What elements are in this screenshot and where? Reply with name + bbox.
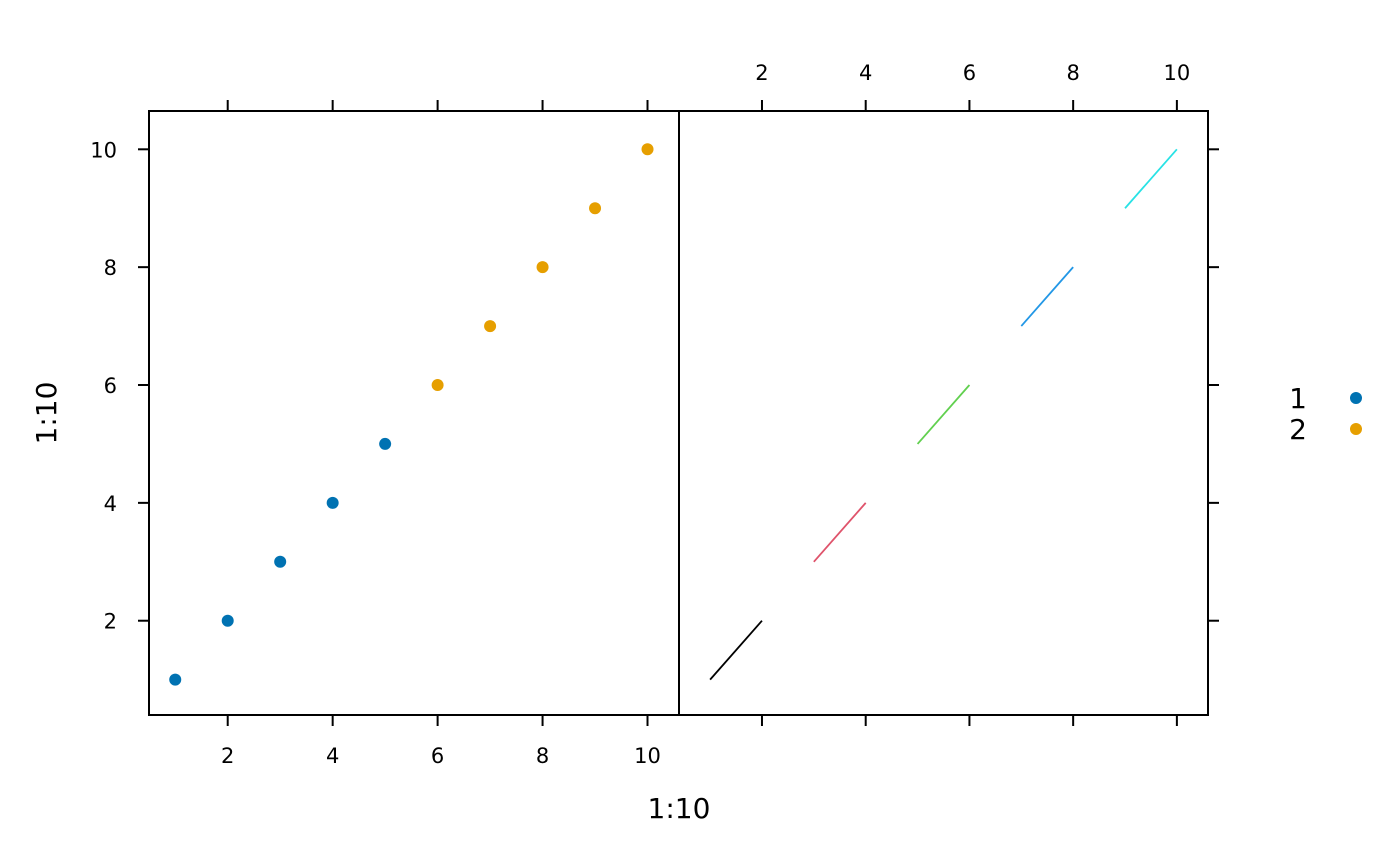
left-y-tick-label: 4: [104, 492, 117, 516]
right-panel-frame: [678, 110, 1209, 716]
scatter-point-series-1: [326, 496, 339, 509]
legend-marker-2: [1350, 423, 1362, 435]
scatter-point-series-1: [169, 673, 182, 686]
right-x-tick-label: 4: [859, 61, 872, 85]
x-axis-title: 1:10: [648, 792, 711, 825]
left-y-tick-label: 8: [104, 256, 117, 280]
scatter-point-series-1: [274, 555, 287, 568]
right-x-ticks: 2 4 6 8 10: [755, 61, 1190, 726]
y-axis-title: 1:10: [30, 382, 63, 445]
legend-label-1: 1: [1289, 382, 1307, 415]
legend: 12: [1289, 382, 1362, 446]
scatter-point-series-2: [431, 379, 444, 392]
left-scatter-points: [169, 143, 654, 686]
scatter-point-series-1: [379, 437, 392, 450]
right-x-tick-label: 10: [1164, 61, 1191, 85]
right-x-tick-label: 8: [1066, 61, 1079, 85]
left-x-ticks: 2 4 6 8 10: [221, 100, 661, 768]
left-y-tick-label: 6: [104, 374, 117, 398]
legend-label-2: 2: [1289, 413, 1307, 446]
line-segment: [1124, 148, 1178, 209]
left-y-ticks: 2 4 6 8 10: [90, 138, 149, 634]
left-y-tick-label: 2: [104, 610, 117, 634]
left-x-tick-label: 10: [634, 744, 661, 768]
line-segment: [916, 384, 971, 445]
right-panel: 2 4 6 8 10: [678, 61, 1219, 726]
scatter-point-series-2: [641, 143, 654, 156]
left-x-tick-label: 4: [326, 744, 339, 768]
scatter-point-series-1: [221, 614, 234, 627]
left-x-tick-label: 8: [536, 744, 549, 768]
scatter-point-series-2: [536, 261, 549, 274]
legend-marker-1: [1350, 392, 1362, 404]
line-segment: [709, 620, 763, 681]
scatter-point-series-2: [589, 202, 602, 215]
right-line-segments: [709, 148, 1178, 681]
right-x-tick-label: 6: [963, 61, 976, 85]
right-x-tick-label: 2: [755, 61, 768, 85]
left-x-tick-label: 6: [431, 744, 444, 768]
left-x-tick-label: 2: [221, 744, 234, 768]
line-segment: [813, 502, 867, 563]
left-y-tick-label: 10: [90, 138, 117, 162]
scatter-point-series-2: [484, 320, 497, 333]
right-y-ticks: [1208, 148, 1219, 622]
line-segment: [1020, 266, 1074, 327]
left-panel: 2 4 6 8 10 2 4 6 8 10: [90, 100, 680, 768]
